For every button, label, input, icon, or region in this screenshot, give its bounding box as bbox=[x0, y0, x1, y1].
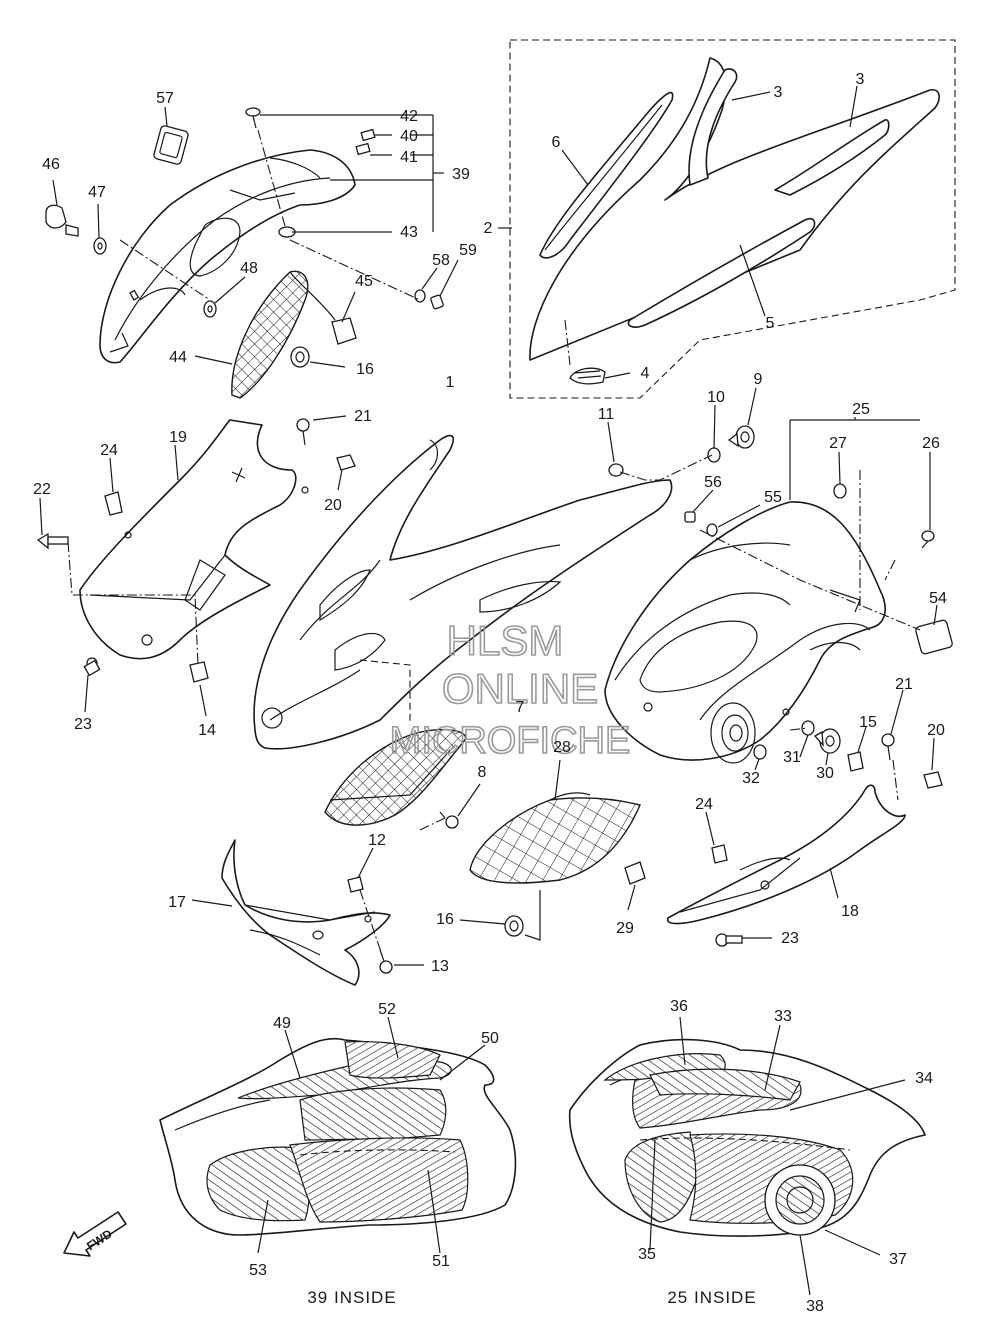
callout-32: 32 bbox=[742, 770, 760, 787]
callout-20a: 20 bbox=[324, 497, 342, 514]
mesh-panel-28 bbox=[459, 759, 646, 941]
side-panel-1 bbox=[253, 434, 673, 750]
callout-22: 22 bbox=[33, 481, 51, 498]
callout-56: 56 bbox=[704, 474, 722, 491]
callout-21b: 21 bbox=[895, 676, 913, 693]
callout-40: 40 bbox=[400, 128, 418, 145]
fastener-small-parts bbox=[45, 107, 444, 368]
leaders-39-inside bbox=[257, 1016, 486, 1254]
rear-side-cover-25 bbox=[604, 501, 886, 764]
callout-37: 37 bbox=[889, 1251, 907, 1268]
callout-5: 5 bbox=[766, 315, 775, 332]
caption-39-inside: 39 INSIDE bbox=[307, 1288, 396, 1307]
callout-35: 35 bbox=[638, 1246, 656, 1263]
front-cowl-assembly-39 bbox=[99, 149, 356, 364]
watermark-line-3: MICROFICHE bbox=[390, 720, 631, 762]
graphic-set-2 bbox=[509, 39, 956, 399]
callout-3a: 3 bbox=[774, 84, 783, 101]
callout-34: 34 bbox=[915, 1070, 933, 1087]
callout-33: 33 bbox=[774, 1008, 792, 1025]
watermark-line-2: ONLINE bbox=[442, 665, 598, 712]
callout-14: 14 bbox=[198, 722, 216, 739]
callout-43: 43 bbox=[400, 224, 418, 241]
callout-51: 51 bbox=[432, 1253, 450, 1270]
panel-19 bbox=[79, 419, 309, 660]
watermark-line-1: HLSM bbox=[447, 617, 564, 664]
lower-cover-18 bbox=[666, 689, 943, 947]
watermark: HLSM ONLINE MICROFICHE bbox=[389, 616, 631, 763]
callout-2: 2 bbox=[484, 220, 493, 237]
callout-52: 52 bbox=[378, 1001, 396, 1018]
callout-29: 29 bbox=[616, 920, 634, 937]
callout-48: 48 bbox=[240, 260, 258, 277]
callout-49: 49 bbox=[273, 1015, 291, 1032]
callout-27: 27 bbox=[829, 435, 847, 452]
callout-55: 55 bbox=[764, 489, 782, 506]
callout-23b: 23 bbox=[781, 930, 799, 947]
callout-15: 15 bbox=[859, 714, 877, 731]
callout-38: 38 bbox=[806, 1298, 824, 1315]
leaders-25-inside bbox=[649, 1016, 906, 1296]
leaders-right bbox=[607, 387, 938, 771]
callout-6: 6 bbox=[552, 134, 561, 151]
callout-1: 1 bbox=[446, 374, 455, 391]
callout-36: 36 bbox=[670, 998, 688, 1015]
leaders-2 bbox=[498, 85, 858, 379]
callout-24a: 24 bbox=[100, 442, 118, 459]
fasteners-left-mid bbox=[36, 418, 356, 683]
callout-31: 31 bbox=[783, 749, 801, 766]
callout-8: 8 bbox=[478, 764, 487, 781]
callout-50: 50 bbox=[481, 1030, 499, 1047]
callout-28: 28 bbox=[553, 739, 571, 756]
callout-39: 39 bbox=[452, 166, 470, 183]
callout-26: 26 bbox=[922, 435, 940, 452]
callout-12: 12 bbox=[368, 832, 386, 849]
callout-30: 30 bbox=[816, 765, 834, 782]
callout-16b: 16 bbox=[436, 911, 454, 928]
callout-21a: 21 bbox=[354, 408, 372, 425]
leaders-left-mid bbox=[39, 415, 347, 717]
caption-25-inside: 25 INSIDE bbox=[667, 1288, 756, 1307]
lower-cover-17 bbox=[191, 839, 424, 986]
inside-view-39 bbox=[159, 1037, 517, 1236]
callout-44: 44 bbox=[169, 349, 187, 366]
leaders-39 bbox=[52, 106, 459, 368]
callout-16a: 16 bbox=[356, 361, 374, 378]
callout-57: 57 bbox=[156, 90, 174, 107]
callout-13: 13 bbox=[431, 958, 449, 975]
inside-view-25 bbox=[568, 1038, 926, 1237]
fasteners-right bbox=[608, 425, 953, 760]
callout-59: 59 bbox=[459, 242, 477, 259]
fwd-arrow-icon: FWD bbox=[63, 1211, 127, 1257]
callout-45: 45 bbox=[355, 273, 373, 290]
callout-53: 53 bbox=[249, 1262, 267, 1279]
callout-41: 41 bbox=[400, 149, 418, 166]
callout-24b: 24 bbox=[695, 796, 713, 813]
callout-3b: 3 bbox=[856, 71, 865, 88]
callout-25: 25 bbox=[852, 401, 870, 418]
callout-9: 9 bbox=[754, 371, 763, 388]
callout-11: 11 bbox=[598, 406, 615, 423]
callout-54: 54 bbox=[929, 590, 947, 607]
callout-10: 10 bbox=[707, 389, 725, 406]
callout-18: 18 bbox=[841, 903, 859, 920]
callout-47: 47 bbox=[88, 184, 106, 201]
air-duct-44 bbox=[231, 270, 336, 399]
callout-20b: 20 bbox=[927, 722, 945, 739]
callout-46: 46 bbox=[42, 156, 60, 173]
callout-42: 42 bbox=[400, 108, 418, 125]
callout-19: 19 bbox=[169, 429, 187, 446]
grille-7 bbox=[324, 728, 481, 831]
callout-4: 4 bbox=[641, 365, 650, 382]
callout-numbers: 1 2 3 3 4 5 6 7 8 9 10 11 12 13 14 15 16… bbox=[33, 71, 947, 1315]
callout-17: 17 bbox=[168, 894, 186, 911]
callout-58: 58 bbox=[432, 252, 450, 269]
callout-7: 7 bbox=[516, 699, 525, 716]
callout-23a: 23 bbox=[74, 716, 92, 733]
